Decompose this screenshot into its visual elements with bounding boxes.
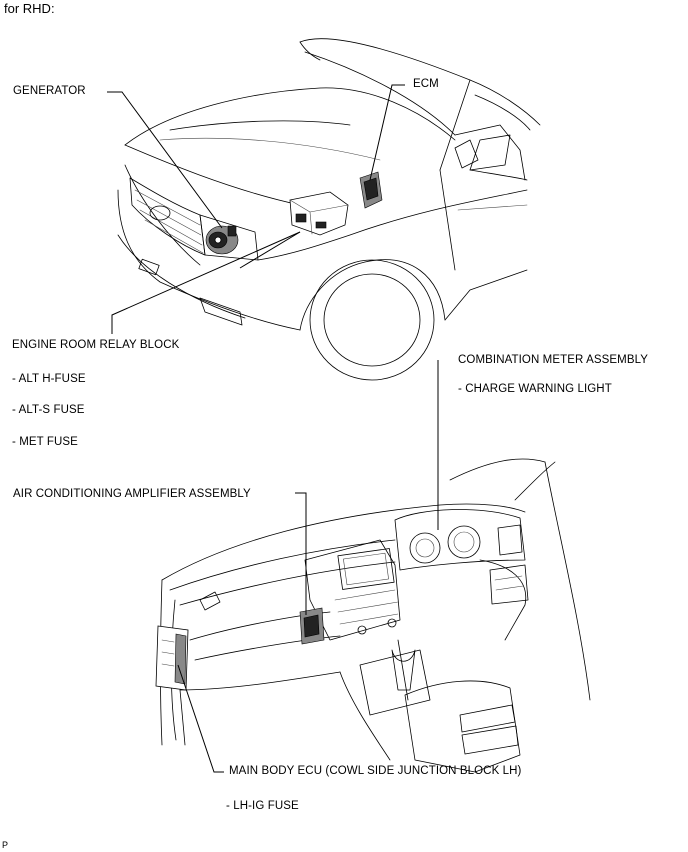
met-fuse-label: - MET FUSE [12, 436, 78, 448]
upper-leader-lines [107, 84, 405, 334]
ecm-icon [359, 171, 383, 209]
ecm-label: ECM [413, 78, 439, 90]
vehicle-illustration [117, 38, 541, 381]
dashboard-illustration [160, 458, 591, 773]
generator-icon [205, 225, 239, 255]
diagram-title: for RHD: [4, 1, 55, 16]
lh-ig-fuse-label: - LH-IG FUSE [226, 800, 299, 812]
main-body-ecu-icon [155, 625, 189, 691]
engine-room-relay-block-label: ENGINE ROOM RELAY BLOCK [12, 339, 180, 351]
main-body-ecu-label: MAIN BODY ECU (COWL SIDE JUNCTION BLOCK … [229, 765, 522, 777]
charge-warning-light-label: - CHARGE WARNING LIGHT [458, 383, 612, 395]
engine-room-relay-block-icon [289, 191, 349, 236]
air-conditioning-amplifier-icon [299, 607, 325, 645]
alt-h-fuse-label: - ALT H-FUSE [12, 373, 86, 385]
alt-s-fuse-label: - ALT-S FUSE [12, 404, 85, 416]
air-conditioning-amplifier-assembly-label: AIR CONDITIONING AMPLIFIER ASSEMBLY [13, 488, 251, 500]
combination-meter-assembly-label: COMBINATION METER ASSEMBLY [458, 354, 649, 366]
figure-code: P [2, 840, 9, 850]
lower-leader-lines [177, 360, 439, 773]
generator-label: GENERATOR [13, 85, 86, 97]
